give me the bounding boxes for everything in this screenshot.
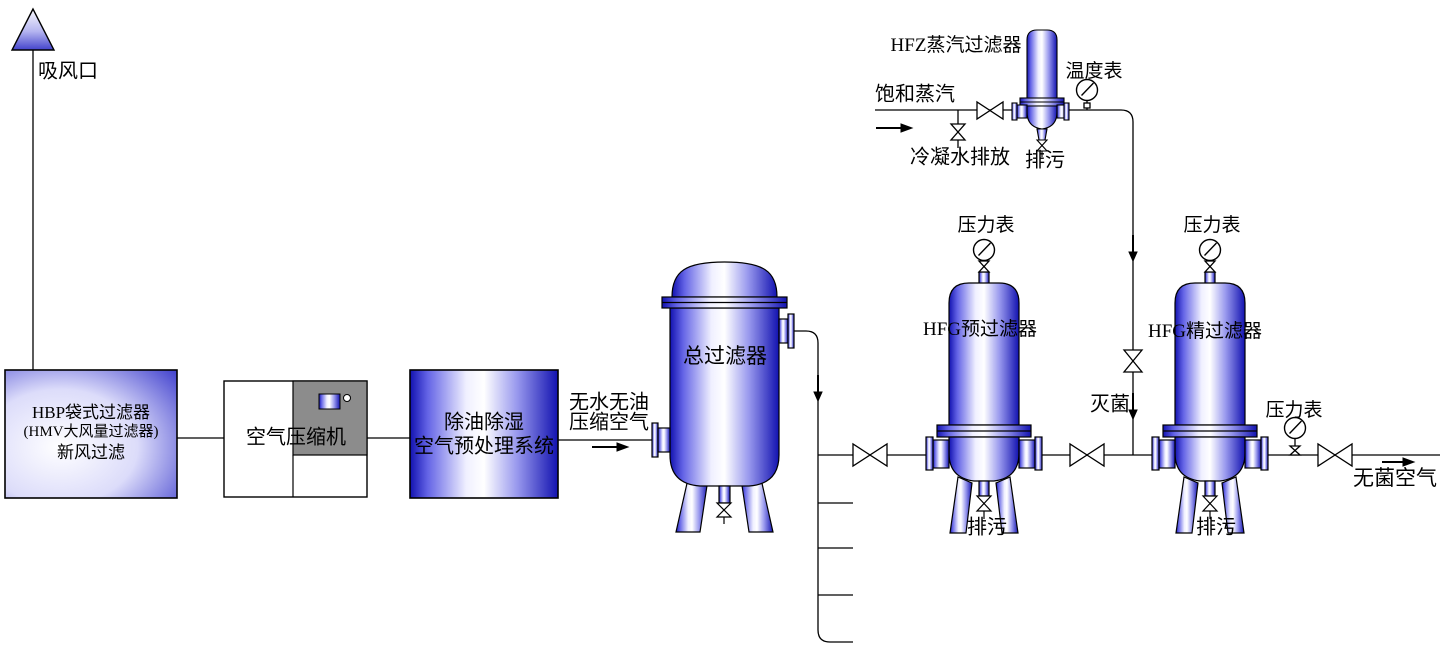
fresh-air-filter-label-line2: (HMV大风量过滤器) [23, 424, 159, 441]
pre-filter-leg-right [995, 476, 1019, 534]
steam-filter-drain-valve-icon [1035, 139, 1049, 147]
air-intake-icon [10, 7, 56, 51]
fine-filter-gauge-label: 压力表 [1183, 215, 1241, 237]
main-filter-label: 总过滤器 [683, 343, 767, 368]
outlet-pressure-gauge-icon [1283, 416, 1307, 440]
compressor-label: 空气压缩机 [246, 426, 346, 449]
downcomer-arrow-icon [813, 375, 823, 403]
steam-filter-vessel [1011, 29, 1070, 157]
steam-filter-drain-label: 排污 [1025, 149, 1065, 172]
fine-filter-leg-left [1175, 476, 1199, 534]
main-filter-outlet-nozzle [778, 318, 789, 344]
fresh-air-filter-box [4, 369, 178, 499]
pre-filter-vessel [925, 271, 1043, 534]
main-filter-drain-valve-icon [715, 502, 733, 511]
prefilter-pressure-gauge-icon [972, 238, 996, 262]
pre-filter-inlet-nozzle [932, 439, 950, 469]
compressed-air-note-line2: 压缩空气 [569, 411, 649, 434]
pre-filter-leg-left [949, 476, 973, 534]
main-filter-drain-nozzle [718, 485, 731, 504]
sterilize-steam-valve-icon [1122, 349, 1144, 373]
steam-filter-inlet-nozzle [1016, 104, 1028, 119]
fine-filter-leg-right [1221, 476, 1245, 534]
outlet-arrow-icon [1382, 457, 1416, 467]
steam-inlet-valve-icon [976, 100, 1004, 121]
pretreatment-label-line1: 除油除湿 [444, 411, 524, 434]
sterilize-label: 灭菌 [1090, 393, 1130, 416]
fine-filter-drain-valve-icon [1201, 495, 1219, 505]
steam-down-arrow-upper-icon [1128, 235, 1138, 263]
compressed-air-arrow-icon [592, 442, 630, 452]
outlet-gauge-valve-icon [1288, 445, 1302, 456]
valves [852, 100, 1353, 468]
compressor-button [343, 394, 351, 402]
condensate-valve-icon [949, 123, 967, 141]
temp-gauge-icon [1075, 78, 1099, 102]
compressed-air-note-line1: 无水无油 [569, 391, 649, 414]
pretreatment-box [409, 369, 559, 499]
fine-filter-inlet-nozzle [1158, 439, 1176, 469]
outlet-gauge-label: 压力表 [1265, 400, 1323, 422]
pre-filter-label: HFG预过滤器 [922, 319, 1038, 341]
pre-filter-drain-valve-icon [975, 495, 993, 505]
finefilter-pressure-gauge-icon [1198, 238, 1222, 262]
compressor-unit [223, 380, 368, 498]
pipe-steam-down [1068, 109, 1134, 455]
compressor-panel [292, 380, 368, 456]
steam-inlet-arrow-icon [876, 123, 914, 133]
temp-gauge-connector [1083, 102, 1091, 109]
pretreatment-label-line2: 空气预处理系统 [414, 435, 554, 458]
outlet-valve-icon [1317, 442, 1353, 468]
steam-inlet-label: 饱和蒸汽 [875, 83, 955, 106]
fine-filter-outlet-nozzle [1244, 439, 1262, 469]
steam-filter-title: HFZ蒸汽过滤器 [890, 35, 1022, 57]
prefilter-gauge-valve-icon [977, 260, 991, 273]
fine-filter-label: HFG精过滤器 [1147, 321, 1263, 343]
flow-arrows [592, 123, 1416, 467]
fine-filter-vessel [1151, 271, 1269, 534]
steam-down-arrow-lower-icon [1128, 393, 1138, 421]
finefilter-gauge-valve-icon [1203, 260, 1217, 273]
outlet-label: 无菌空气 [1353, 465, 1437, 490]
compressor-display [318, 393, 341, 410]
fresh-air-filter-label-line3: 新风过滤 [57, 443, 125, 463]
main-filter-inlet-nozzle [651, 422, 659, 458]
mainline-valve2-icon [1069, 442, 1105, 468]
pre-filter-gauge-label: 压力表 [957, 215, 1015, 237]
fine-filter-drain-label: 排污 [1196, 516, 1236, 539]
intake-label: 吸风口 [38, 60, 98, 83]
pre-filter-outlet-nozzle [1018, 439, 1036, 469]
fresh-air-filter-label-line1: HBP袋式过滤器 [31, 403, 151, 423]
pre-filter-drain-nozzle [978, 480, 990, 497]
fine-filter-drain-nozzle [1204, 480, 1216, 497]
main-filter-vessel [651, 261, 795, 533]
pre-filter-drain-label: 排污 [967, 516, 1007, 539]
main-filter-dome [671, 261, 778, 298]
gauges [972, 78, 1307, 440]
condensate-label: 冷凝水排放 [910, 146, 1010, 169]
temp-gauge-label: 温度表 [1065, 61, 1123, 83]
mainline-valve1-icon [852, 442, 888, 468]
steam-filter-drain-spout [1036, 128, 1048, 141]
pipe-mainfilter-downcomer [794, 330, 853, 643]
